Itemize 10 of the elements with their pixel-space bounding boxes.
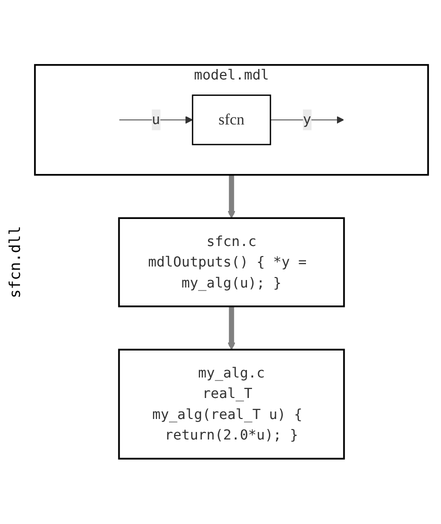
node-box: sfcn (192, 94, 272, 146)
edge-label: u (152, 111, 160, 128)
arrow (118, 116, 193, 124)
arrow (228, 306, 236, 350)
node-box: sfcn.c mdlOutputs() { *y = my_alg(u); } (118, 217, 345, 308)
edge-label: y (302, 111, 312, 128)
arrow (228, 175, 236, 219)
arrow (270, 116, 344, 124)
bracket-label: sfcn.dll (6, 226, 24, 298)
node-box: my_alg.c real_T my_alg(real_T u) { return(2.0*u); } (118, 348, 345, 460)
